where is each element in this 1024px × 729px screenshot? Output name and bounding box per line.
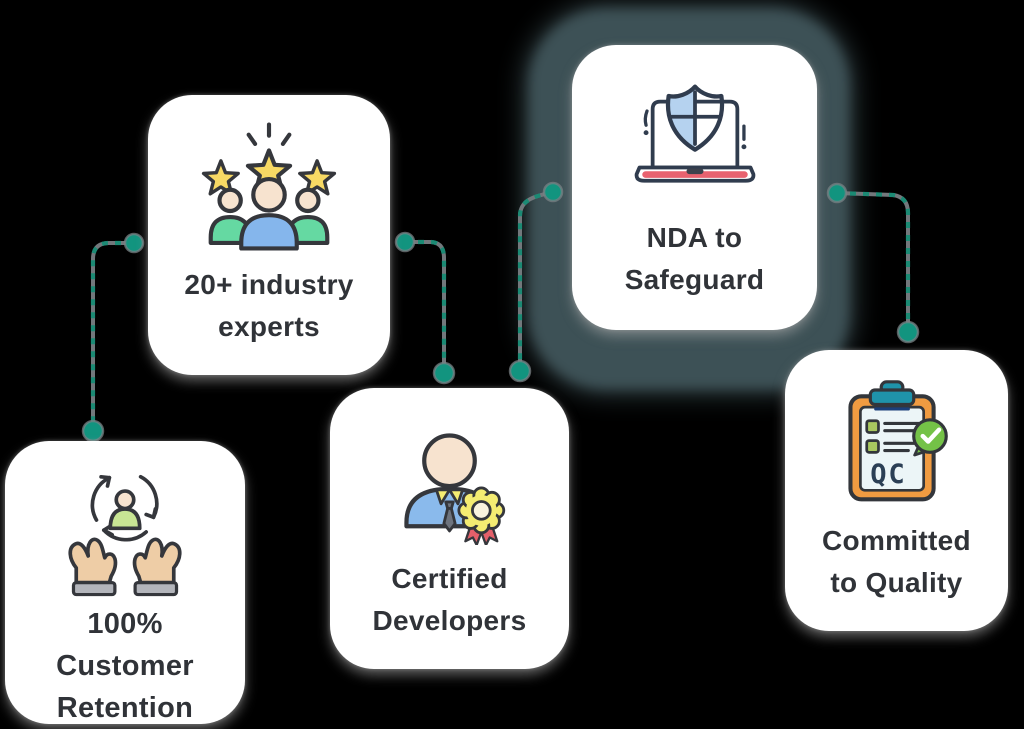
hands-care-icon xyxy=(56,461,194,603)
connector-dot xyxy=(542,181,564,203)
laptop-shield-icon xyxy=(615,65,775,207)
qc-clipboard-icon: QC xyxy=(836,370,958,512)
connector-dot xyxy=(81,419,105,443)
developer-badge-icon xyxy=(384,408,515,550)
card-nda-safeguard: NDA to Safeguard xyxy=(572,45,817,330)
connector-dot xyxy=(432,361,456,385)
qc-text: QC xyxy=(870,459,906,490)
connector-dot xyxy=(826,182,848,204)
connector-nda-committed xyxy=(826,182,920,344)
team-stars-icon xyxy=(195,115,343,257)
card-label: 100% Customer Retention xyxy=(56,608,194,724)
connector-experts-retention xyxy=(81,232,145,443)
connector-dot xyxy=(123,232,145,254)
card-label: Committed to Quality xyxy=(822,524,971,598)
connector-nda-certified xyxy=(508,181,564,383)
card-certified-developers: Certified Developers xyxy=(330,388,569,669)
connector-experts-certified xyxy=(394,231,456,385)
connector-dot xyxy=(394,231,416,253)
card-customer-retention: 100% Customer Retention xyxy=(5,441,245,724)
card-industry-experts: 20+ industry experts xyxy=(148,95,390,375)
card-label: NDA to Safeguard xyxy=(624,221,765,295)
card-committed-quality: QC Committed to Quality xyxy=(785,350,1008,631)
card-label: Certified Developers xyxy=(372,562,527,636)
connector-dot xyxy=(896,320,920,344)
connector-dot xyxy=(508,359,532,383)
card-label: 20+ industry experts xyxy=(184,269,354,342)
